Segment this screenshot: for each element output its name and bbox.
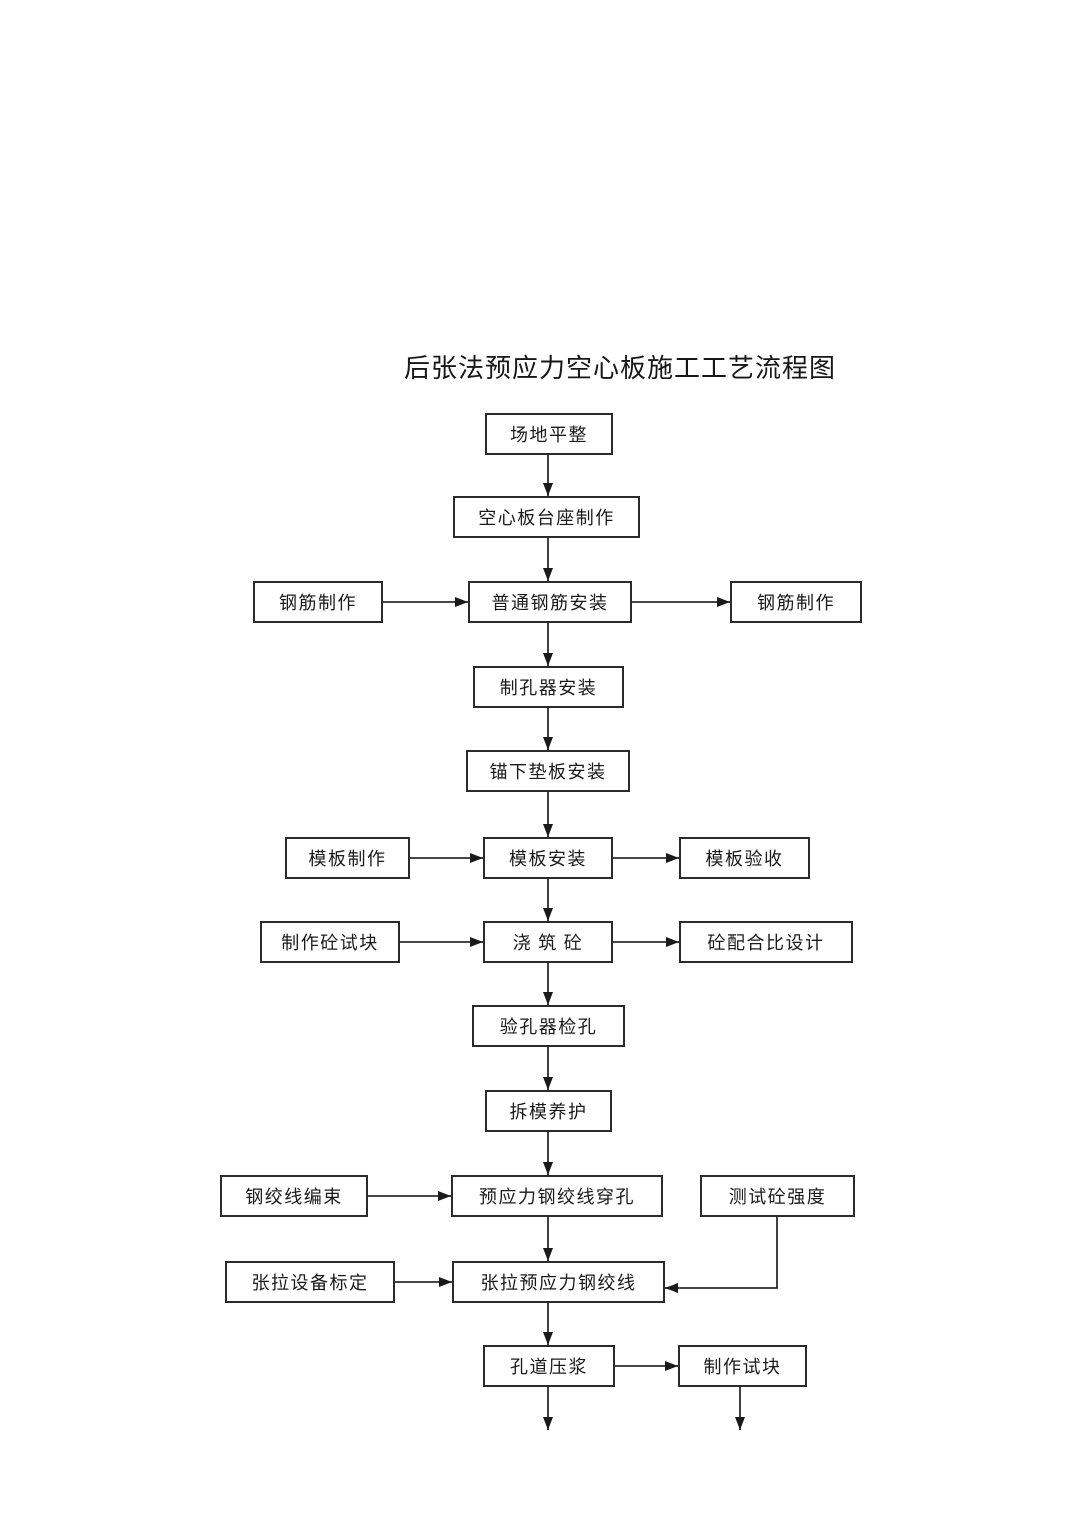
diagram-title: 后张法预应力空心板施工工艺流程图 <box>404 354 837 383</box>
flow-node-strand-threading: 预应力钢绞线穿孔 <box>451 1175 663 1217</box>
flow-node-hole-gauge-inspection: 验孔器检孔 <box>472 1005 625 1047</box>
flow-node-rebar-fabrication-left: 钢筋制作 <box>253 581 383 623</box>
flow-node-strand-bundling: 钢绞线编束 <box>220 1175 368 1217</box>
flow-node-formwork-fabrication: 模板制作 <box>285 837 410 879</box>
flow-node-demold-curing: 拆模养护 <box>485 1090 612 1132</box>
flow-node-rebar-fabrication-right: 钢筋制作 <box>730 581 862 623</box>
flow-node-concrete-strength-test: 测试砼强度 <box>700 1175 855 1217</box>
flow-node-formwork-acceptance: 模板验收 <box>679 837 810 879</box>
flow-node-ordinary-rebar-installation: 普通钢筋安装 <box>468 581 632 623</box>
flow-node-concrete-test-block-making: 制作砼试块 <box>260 921 400 963</box>
flow-node-test-block-making: 制作试块 <box>678 1345 807 1387</box>
flow-node-site-leveling: 场地平整 <box>485 413 613 455</box>
flow-node-formwork-installation: 模板安装 <box>483 837 613 879</box>
arrow-strength-test-to-tensioning <box>665 1217 778 1293</box>
flow-node-concrete-pouring: 浇 筑 砼 <box>483 921 613 963</box>
flow-node-tension-equipment-calibration: 张拉设备标定 <box>225 1261 395 1303</box>
flow-node-anchor-plate-installation: 锚下垫板安装 <box>466 750 630 792</box>
flow-node-hole-former-installation: 制孔器安装 <box>473 666 624 708</box>
flow-node-duct-grouting: 孔道压浆 <box>483 1345 615 1387</box>
flow-node-strand-tensioning: 张拉预应力钢绞线 <box>452 1261 665 1303</box>
flow-node-mix-ratio-design: 砼配合比设计 <box>679 921 853 963</box>
flow-node-pedestal-fabrication: 空心板台座制作 <box>453 496 640 538</box>
